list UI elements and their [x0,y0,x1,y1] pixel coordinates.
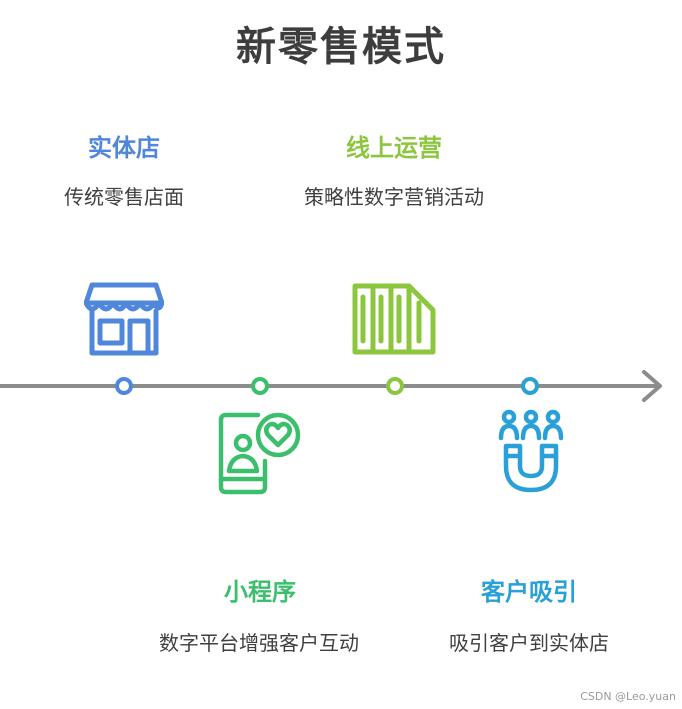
page-title: 新零售模式 [236,24,446,70]
node-title-store: 实体店 [88,134,160,162]
phone-heart-icon [218,412,301,495]
node-desc-attract: 吸引客户到实体店 [449,631,609,655]
node-desc-miniprogram: 数字平台增强客户互动 [159,631,359,655]
timeline [0,370,662,402]
node-desc-online: 策略性数字营销活动 [304,185,484,209]
node-title-online: 线上运营 [346,134,442,162]
bars-icon [352,283,436,355]
node-desc-store: 传统零售店面 [64,185,184,209]
node-title-miniprogram: 小程序 [224,578,296,606]
timeline-dot-store [115,377,133,395]
watermark: CSDN @Leo.yuan [580,690,676,703]
timeline-dot-attract [521,377,539,395]
node-title-attract: 客户吸引 [481,578,577,606]
storefront-icon [84,282,164,356]
timeline-arrowhead [642,370,662,402]
magnet-people-icon [498,409,564,493]
timeline-dot-miniprogram [251,377,269,395]
timeline-dot-online [386,377,404,395]
